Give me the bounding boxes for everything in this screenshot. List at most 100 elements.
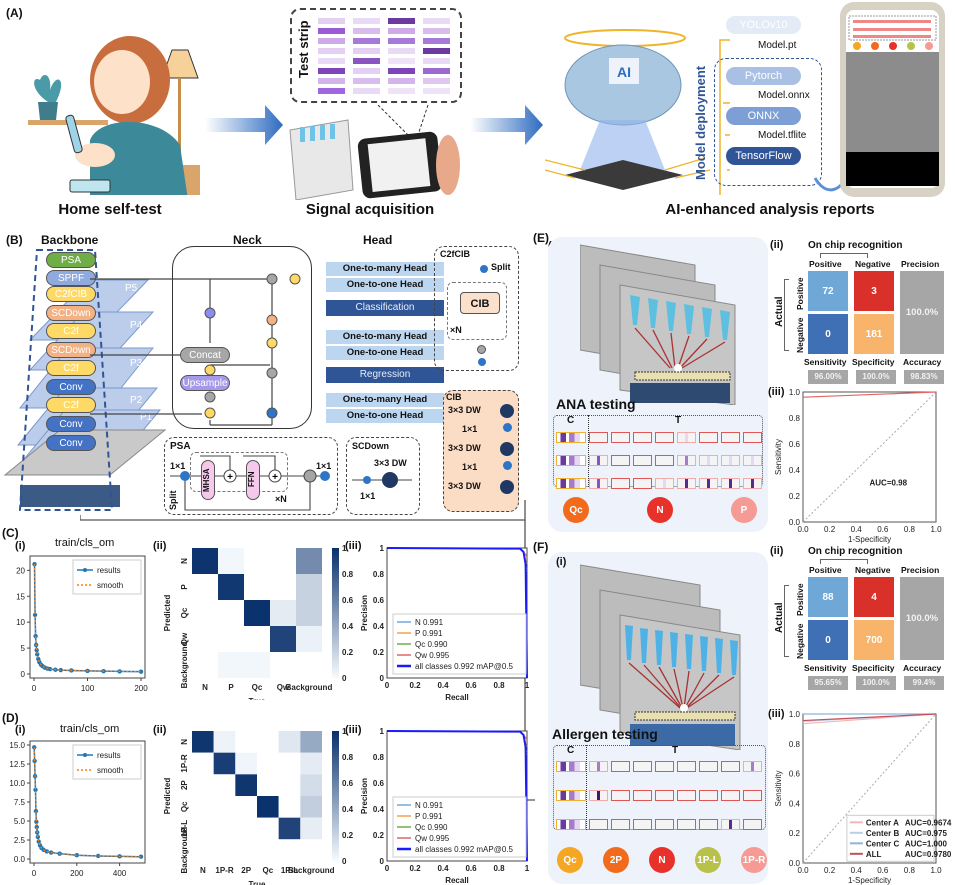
colorbar [332,731,339,861]
neck-node [266,314,278,326]
test-cell [633,790,652,801]
col-header-negative: Negative [855,259,891,269]
psa-output-conv: 1×1 [316,461,332,471]
c-iii-pr-curve: 000.20.20.40.40.60.60.80.811RecallPrecis… [360,544,530,700]
heatmap-cell [235,839,257,861]
strip-row [556,432,762,443]
test-cell [589,432,608,443]
x-category-label: 1P-R [215,866,233,875]
d-iii-label: (iii) [345,724,362,736]
heatmap-cell [235,774,257,796]
neck-node [204,407,216,419]
head-title: Head [363,233,393,247]
tick-label: 10 [16,618,25,627]
reservoir [630,724,735,746]
results-point [96,853,101,859]
legend-name: Center C [866,839,900,848]
heatmap-cell [192,548,218,574]
scdown-dw-label: 3×3 DW [374,458,407,468]
panel-c-label: (C) [2,526,19,540]
y-tick-label: 0.8 [373,570,385,579]
pr-series-line [386,730,528,862]
smooth-line [33,564,142,673]
colorbar-tick: 0.6 [342,596,354,605]
x-tick-label: 0.2 [824,525,836,534]
x-category-label: Background [286,683,333,692]
heatmap-cell [278,731,301,753]
cib-title: CIB [446,392,462,402]
head-classification: Classification [326,300,444,316]
test-cell [611,432,630,443]
e-iii-label: (iii) [768,386,785,398]
x-tick-label: 1 [525,681,530,690]
x-axis-label: Recall [445,693,469,700]
level-p4: P4 [130,320,143,331]
test-cell [589,478,608,489]
sample-inlet [680,704,688,712]
arrow-label-model-tflite: Model.tflite [758,130,807,141]
test-cell [699,790,718,801]
level-p3: P3 [130,358,143,369]
results-point [74,853,80,858]
actual-bracket [784,585,789,657]
tick-label: 400 [113,869,127,878]
test-cell [699,819,718,830]
cib-layer-label: 3×3 DW [448,481,481,491]
legend-auc: AUC=0.975 [905,829,948,838]
x-tick-label: 0 [385,864,390,873]
legend-label: N 0.991 [415,801,444,810]
x-tick-label: 0.6 [465,864,477,873]
x-axis-label: 1-Specificity [848,535,891,544]
legend-marker [83,568,87,572]
ai-badge [609,58,639,84]
heatmap-cell [270,600,296,626]
heatmap-cell [244,626,270,652]
test-cell [589,455,608,466]
heatmap-cell [244,600,270,626]
precision-value: 100.0% [900,577,944,660]
chip-base [3,429,167,476]
metric-header-accuracy: Accuracy [903,663,942,673]
scdown-pw-label: 1×1 [360,491,376,501]
allergen-chip-stack-illustration [580,564,741,750]
psa-connections: + + [170,455,330,511]
test-cell [633,761,652,772]
col-header-negative: Negative [855,565,891,575]
test-cell [743,761,762,772]
x-category-label: Background [288,866,335,875]
f-ii-label: (ii) [770,545,784,557]
metric-value-accuracy: 98.83% [904,370,944,384]
psa-repeat-frame [190,452,288,492]
y-tick-label: 0.0 [789,859,801,868]
allergen-strip-frame [553,745,766,830]
test-cell [699,455,718,466]
legend-name: ALL [866,850,882,859]
neck-node [204,391,216,403]
test-cell [611,478,630,489]
y-tick-label: 0.2 [789,492,801,501]
y-category-label: P [180,584,189,590]
heatmap-cell [213,817,236,840]
legend-label: results [97,751,121,760]
legend-label: P 0.991 [415,812,443,821]
results-point [32,745,37,750]
heatmap-cell [257,796,279,818]
test-cell [743,455,762,466]
output-node [478,358,486,366]
heatmap-cell [235,752,257,775]
legend-label: all classes 0.992 mAP@0.5 [415,845,513,854]
head-one-to-many-3: One-to-many Head [326,393,444,407]
heatmap-cell [300,731,322,753]
level-p2: P2 [130,395,143,406]
tick-label: 15.0 [9,741,25,750]
heatmap-cell [192,774,214,796]
y-category-label: Background [180,827,189,874]
head-one-to-one-3: One-to-one Head [326,409,444,423]
diagonal-reference [802,391,937,523]
metric-header-sensitivity: Sensitivity [804,357,847,367]
y-axis-label: Predicted [163,778,172,815]
test-cell [589,761,608,772]
neck-frame [172,246,312,429]
recognition-cell: 700 [854,620,894,660]
